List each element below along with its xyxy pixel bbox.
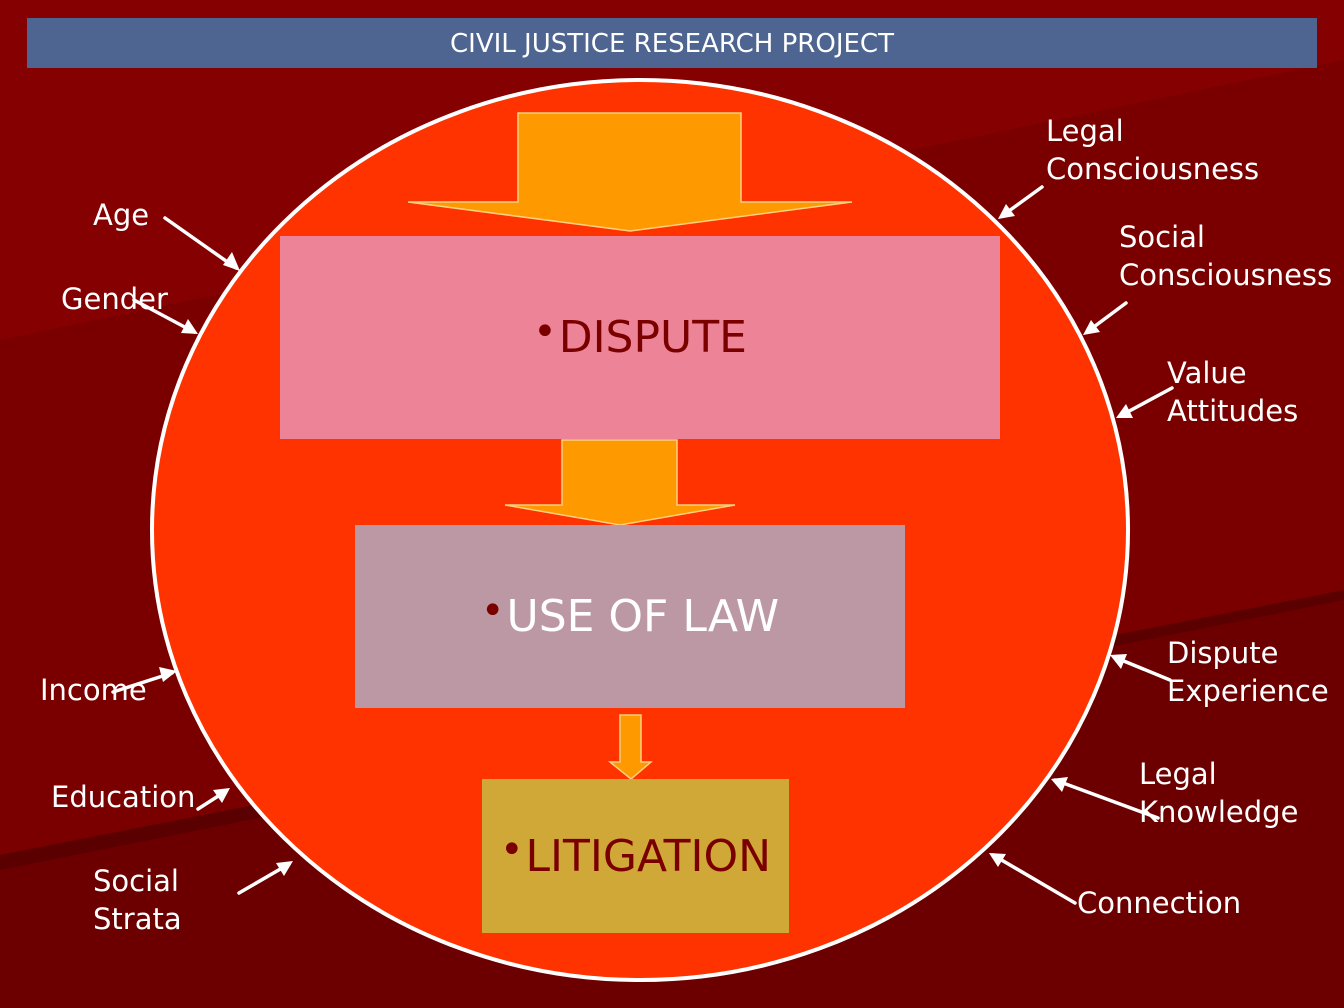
factor-value-attitudes-line1: Value: [1167, 356, 1247, 390]
factor-gender: Gender: [61, 282, 168, 316]
factor-legal-knowledge-line1: Legal: [1139, 757, 1217, 791]
factor-legal-consciousness-line2: Consciousness: [1046, 152, 1260, 186]
factor-legal-knowledge: Legal Knowledge: [1139, 755, 1298, 831]
legal-consciousness-pointer-head: [998, 204, 1015, 219]
factor-dispute-experience-line2: Experience: [1167, 674, 1329, 708]
dispute-bullet: •: [533, 308, 557, 355]
factor-social-consciousness: Social Consciousness: [1119, 218, 1332, 294]
connection-pointer-head: [989, 853, 1006, 867]
litigation-box: • LITIGATION: [482, 779, 789, 933]
factor-connection: Connection: [1077, 886, 1242, 920]
social-consciousness-pointer-head: [1083, 320, 1100, 335]
top-arrow: [407, 112, 853, 232]
income-pointer-head: [159, 667, 177, 682]
factor-legal-consciousness: Legal Consciousness: [1046, 112, 1259, 188]
dispute-label: DISPUTE: [558, 312, 747, 363]
factor-income: Income: [40, 673, 147, 707]
slide-title: CIVIL JUSTICE RESEARCH PROJECT: [27, 18, 1317, 68]
dispute-box: • DISPUTE: [280, 236, 1000, 439]
factor-social-consciousness-line2: Consciousness: [1119, 258, 1333, 292]
connection-pointer-line: [991, 853, 1077, 905]
factor-social-strata-line1: Social: [93, 864, 179, 898]
factor-social-strata: Social Strata: [93, 862, 182, 938]
age-pointer-line: [163, 216, 238, 270]
factor-legal-consciousness-line1: Legal: [1046, 114, 1124, 148]
factor-dispute-experience: Dispute Experience: [1167, 634, 1329, 710]
factor-value-attitudes-line2: Attitudes: [1167, 394, 1299, 428]
social-strata-pointer-head: [276, 861, 293, 876]
age-pointer-head: [223, 252, 240, 271]
use-of-law-label: USE OF LAW: [506, 591, 780, 642]
factor-social-strata-line2: Strata: [93, 902, 182, 936]
value-attitudes-pointer-head: [1116, 404, 1133, 418]
gender-pointer-line: [132, 298, 196, 334]
gender-pointer-head: [181, 319, 198, 334]
factor-legal-knowledge-line2: Knowledge: [1139, 795, 1299, 829]
bottom-arrow: [607, 714, 654, 780]
factor-dispute-experience-line1: Dispute: [1167, 636, 1279, 670]
use-of-law-box: • USE OF LAW: [355, 525, 905, 708]
factor-social-consciousness-line1: Social: [1119, 220, 1205, 254]
litigation-bullet: •: [499, 827, 524, 873]
dispute-experience-pointer-head: [1110, 654, 1127, 669]
middle-arrow: [504, 439, 736, 526]
education-pointer-head: [213, 788, 230, 803]
use-of-law-bullet: •: [480, 587, 505, 634]
legal-knowledge-pointer-line: [1053, 778, 1160, 820]
legal-knowledge-pointer-head: [1051, 777, 1068, 792]
factor-education: Education: [51, 780, 196, 814]
factor-age: Age: [93, 198, 150, 232]
litigation-label: LITIGATION: [525, 830, 772, 882]
factor-value-attitudes: Value Attitudes: [1167, 354, 1298, 430]
